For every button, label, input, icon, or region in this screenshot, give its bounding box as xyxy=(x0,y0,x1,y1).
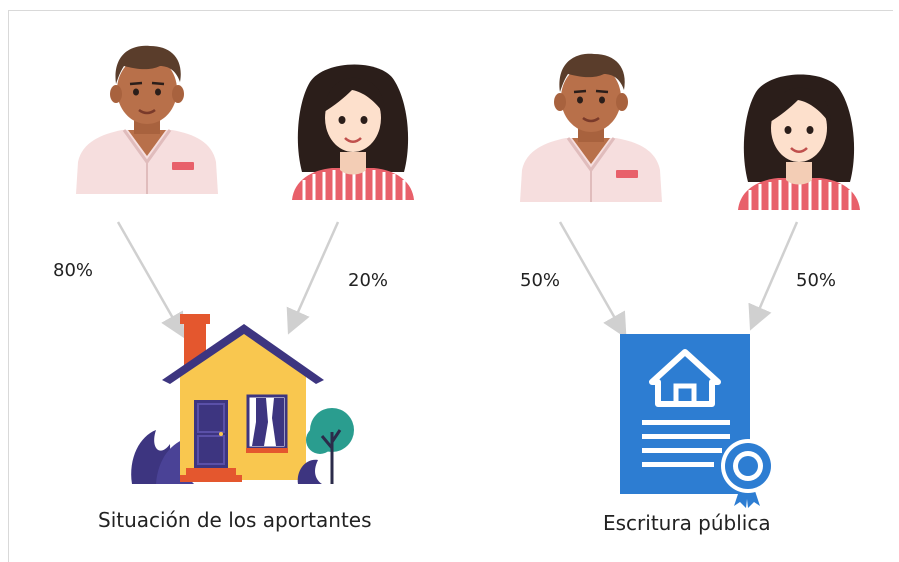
arrow-right-2 xyxy=(748,221,799,331)
man-avatar-icon xyxy=(520,53,662,202)
caption-left: Situación de los aportantes xyxy=(98,508,372,532)
percent-label-left-2: 20% xyxy=(348,270,389,291)
seal-icon xyxy=(721,439,775,508)
percent-label-right-1: 50% xyxy=(520,270,561,291)
frame-border-left xyxy=(8,10,9,562)
man-avatar-icon xyxy=(76,45,218,194)
percent-label-left-1: 80% xyxy=(53,260,94,281)
woman-avatar-icon xyxy=(738,74,860,210)
woman-avatar-icon xyxy=(292,64,414,200)
frame-border-top xyxy=(8,10,893,11)
house-icon xyxy=(131,314,354,484)
percent-label-right-2: 50% xyxy=(796,270,837,291)
arrow-left-2 xyxy=(286,221,340,335)
caption-right: Escritura pública xyxy=(603,511,771,535)
arrow-left-1 xyxy=(116,221,185,339)
deed-document-icon xyxy=(620,334,775,508)
arrow-right-1 xyxy=(558,221,627,339)
